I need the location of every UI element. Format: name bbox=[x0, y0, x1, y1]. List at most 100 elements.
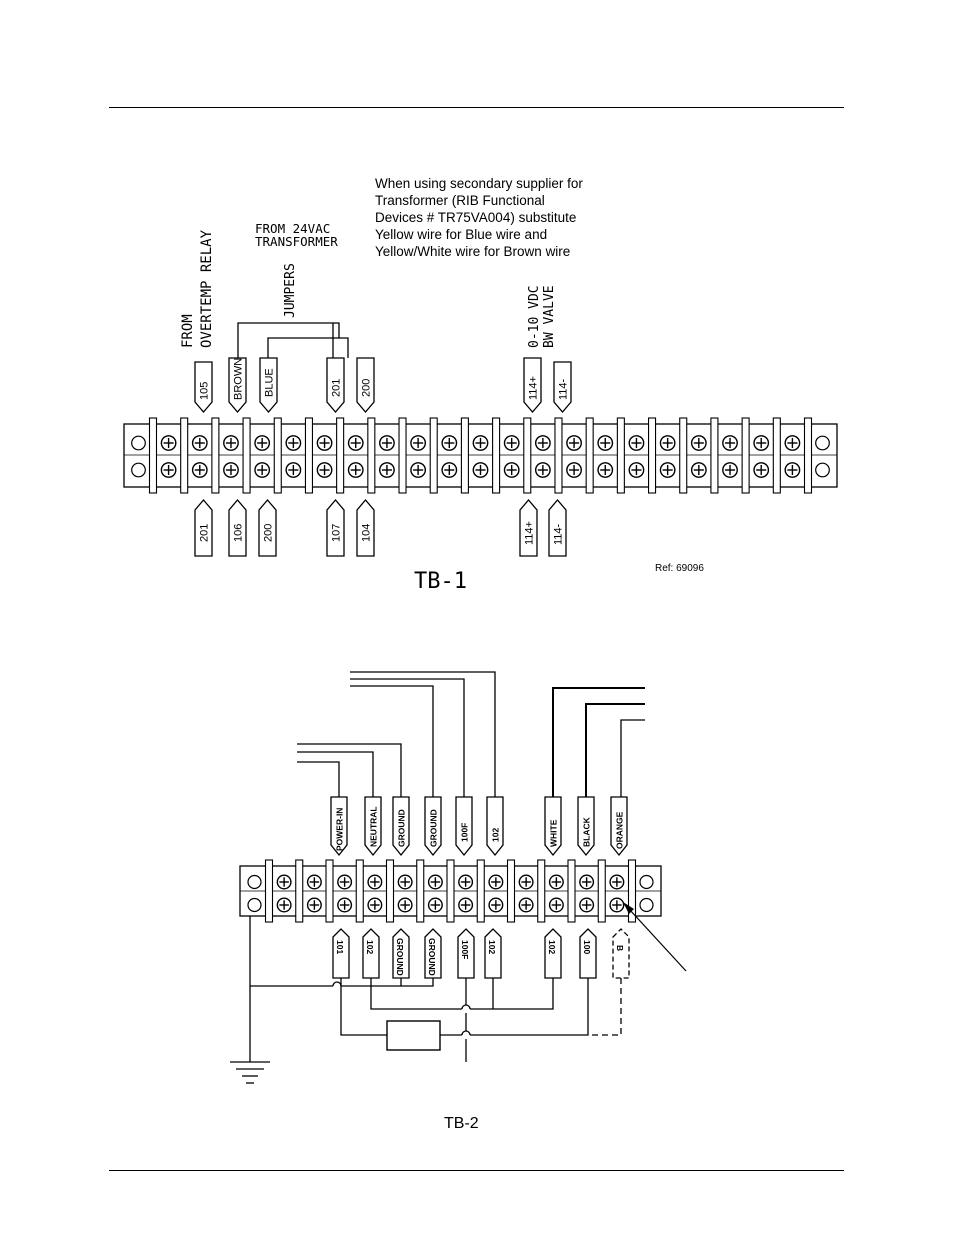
tb1-bottom-tag: 104 bbox=[356, 498, 375, 557]
tb2-bottom-tag: GROUND bbox=[424, 928, 442, 979]
barrier-tab bbox=[506, 859, 516, 923]
tb2-bottom-tag: 102 bbox=[362, 928, 380, 979]
terminal-screw bbox=[503, 435, 520, 451]
svg-text:GROUND: GROUND bbox=[397, 809, 407, 847]
barrier-tab bbox=[180, 417, 189, 494]
terminal-screw bbox=[503, 462, 520, 478]
tb2-top-tag: ORANGE bbox=[610, 796, 628, 857]
tb1-bottom-tag: 106 bbox=[228, 498, 247, 557]
barrier-tab bbox=[476, 859, 485, 923]
wire-ground-right bbox=[350, 685, 434, 797]
note-line-4: Yellow wire for Blue wire and bbox=[375, 227, 547, 242]
tb2-bottom-tag-dashed: B bbox=[612, 928, 630, 979]
tb2-top-tag: GROUND bbox=[392, 796, 410, 857]
tb2-bottom-tag: 102 bbox=[544, 928, 562, 979]
tb2-top-tag: NEUTRAL bbox=[364, 796, 382, 857]
note-line-5: Yellow/White wire for Brown wire bbox=[375, 244, 570, 259]
svg-text:105: 105 bbox=[199, 382, 211, 400]
barrier-tab bbox=[537, 859, 546, 923]
terminal-screw bbox=[316, 462, 333, 478]
barrier-tab bbox=[585, 417, 594, 494]
svg-text:114+: 114+ bbox=[528, 376, 540, 400]
tb2-bottom-tag: 100F bbox=[457, 928, 475, 979]
terminal-screw bbox=[472, 462, 489, 478]
barrier-tab bbox=[772, 417, 781, 494]
tb2-bottom-tags: 101 102 GROUND GROUND 100F 102 102 100 B bbox=[332, 928, 630, 979]
tb2-internal-wiring bbox=[230, 902, 687, 1084]
mounting-hole bbox=[815, 435, 830, 451]
terminal-screw bbox=[367, 874, 383, 890]
tb1-bottom-tag: 114- bbox=[548, 498, 567, 557]
barrier-tab bbox=[398, 417, 407, 494]
svg-text:101: 101 bbox=[335, 940, 345, 954]
tb2-top-tag: 102 bbox=[486, 796, 504, 857]
note-line-2: Transformer (RIB Functional bbox=[375, 193, 545, 208]
barrier-tab bbox=[616, 417, 625, 494]
svg-text:107: 107 bbox=[331, 524, 343, 542]
terminal-screw bbox=[753, 435, 770, 451]
terminal-screw bbox=[518, 897, 534, 913]
terminal-screw bbox=[191, 462, 208, 478]
svg-text:114-: 114- bbox=[558, 378, 570, 400]
barrier-tab bbox=[295, 859, 304, 923]
terminal-screw bbox=[379, 462, 395, 478]
svg-text:POWER-IN: POWER-IN bbox=[335, 808, 345, 851]
svg-text:BLACK: BLACK bbox=[582, 816, 592, 847]
tb1-bottom-tag: 201 bbox=[194, 498, 213, 557]
terminal-screw bbox=[347, 435, 364, 451]
barrier-tab bbox=[647, 417, 657, 494]
svg-text:102: 102 bbox=[365, 940, 375, 954]
barrier-tab bbox=[385, 859, 395, 923]
terminal-screw bbox=[472, 435, 489, 451]
wire-neutral bbox=[297, 751, 374, 797]
terminal-screw bbox=[690, 462, 707, 478]
tb1-top-tag: 201 bbox=[326, 357, 345, 414]
barrier-tab bbox=[710, 417, 719, 494]
barrier-tab bbox=[273, 417, 282, 494]
from-relay-label-1: FROM bbox=[180, 314, 196, 348]
pointer-arrow bbox=[623, 902, 687, 972]
tb1-bottom-tags: 201 106 200 107 104 114+ 114- bbox=[194, 498, 567, 557]
terminal-screw bbox=[285, 462, 302, 478]
tb1-top-tag: BLUE bbox=[259, 357, 278, 414]
barrier-tab bbox=[460, 417, 469, 494]
terminal-screw bbox=[722, 435, 738, 451]
svg-text:WHITE: WHITE bbox=[549, 819, 559, 847]
barrier-tab bbox=[429, 417, 438, 494]
terminal-screw bbox=[609, 874, 625, 890]
mounting-hole bbox=[247, 874, 262, 890]
terminal-screw bbox=[579, 874, 595, 890]
terminal-screw bbox=[534, 462, 551, 478]
svg-text:NEUTRAL: NEUTRAL bbox=[369, 806, 379, 847]
barrier-tab bbox=[325, 859, 334, 923]
terminal-screw bbox=[410, 462, 427, 478]
terminal-screw bbox=[690, 435, 707, 451]
terminal-screw bbox=[458, 874, 474, 890]
terminal-screw bbox=[628, 462, 645, 478]
component-box bbox=[386, 1020, 441, 1051]
terminal-screw bbox=[367, 897, 383, 913]
terminal-screw bbox=[566, 435, 582, 451]
svg-text:GROUND: GROUND bbox=[429, 809, 439, 847]
tb2-bottom-tag: 101 bbox=[332, 928, 350, 979]
barrier-tab bbox=[242, 417, 251, 494]
tb2-title: TB-2 bbox=[444, 1115, 479, 1132]
terminal-screw bbox=[458, 897, 474, 913]
terminal-screw bbox=[276, 874, 292, 890]
terminal-screw bbox=[488, 874, 504, 890]
wire-100f bbox=[350, 678, 465, 797]
svg-text:104: 104 bbox=[361, 524, 373, 542]
terminal-screw bbox=[427, 874, 443, 890]
from-transformer-label-2: TRANSFORMER bbox=[255, 234, 338, 249]
tb1-top-tag: 105 bbox=[194, 361, 213, 414]
barrier-tab bbox=[211, 417, 220, 494]
barrier-tab bbox=[304, 417, 314, 494]
mounting-hole bbox=[639, 874, 654, 890]
barrier-tab bbox=[554, 417, 563, 494]
jumper-brown-201 bbox=[237, 322, 334, 358]
bw-valve-label-2: BW VALVE bbox=[542, 285, 557, 348]
tb1-top-tag: BROWN bbox=[228, 357, 247, 414]
svg-text:114+: 114+ bbox=[524, 521, 536, 545]
bw-valve-label-1: 0-10 VDC bbox=[527, 285, 542, 348]
terminal-screw bbox=[548, 874, 564, 890]
